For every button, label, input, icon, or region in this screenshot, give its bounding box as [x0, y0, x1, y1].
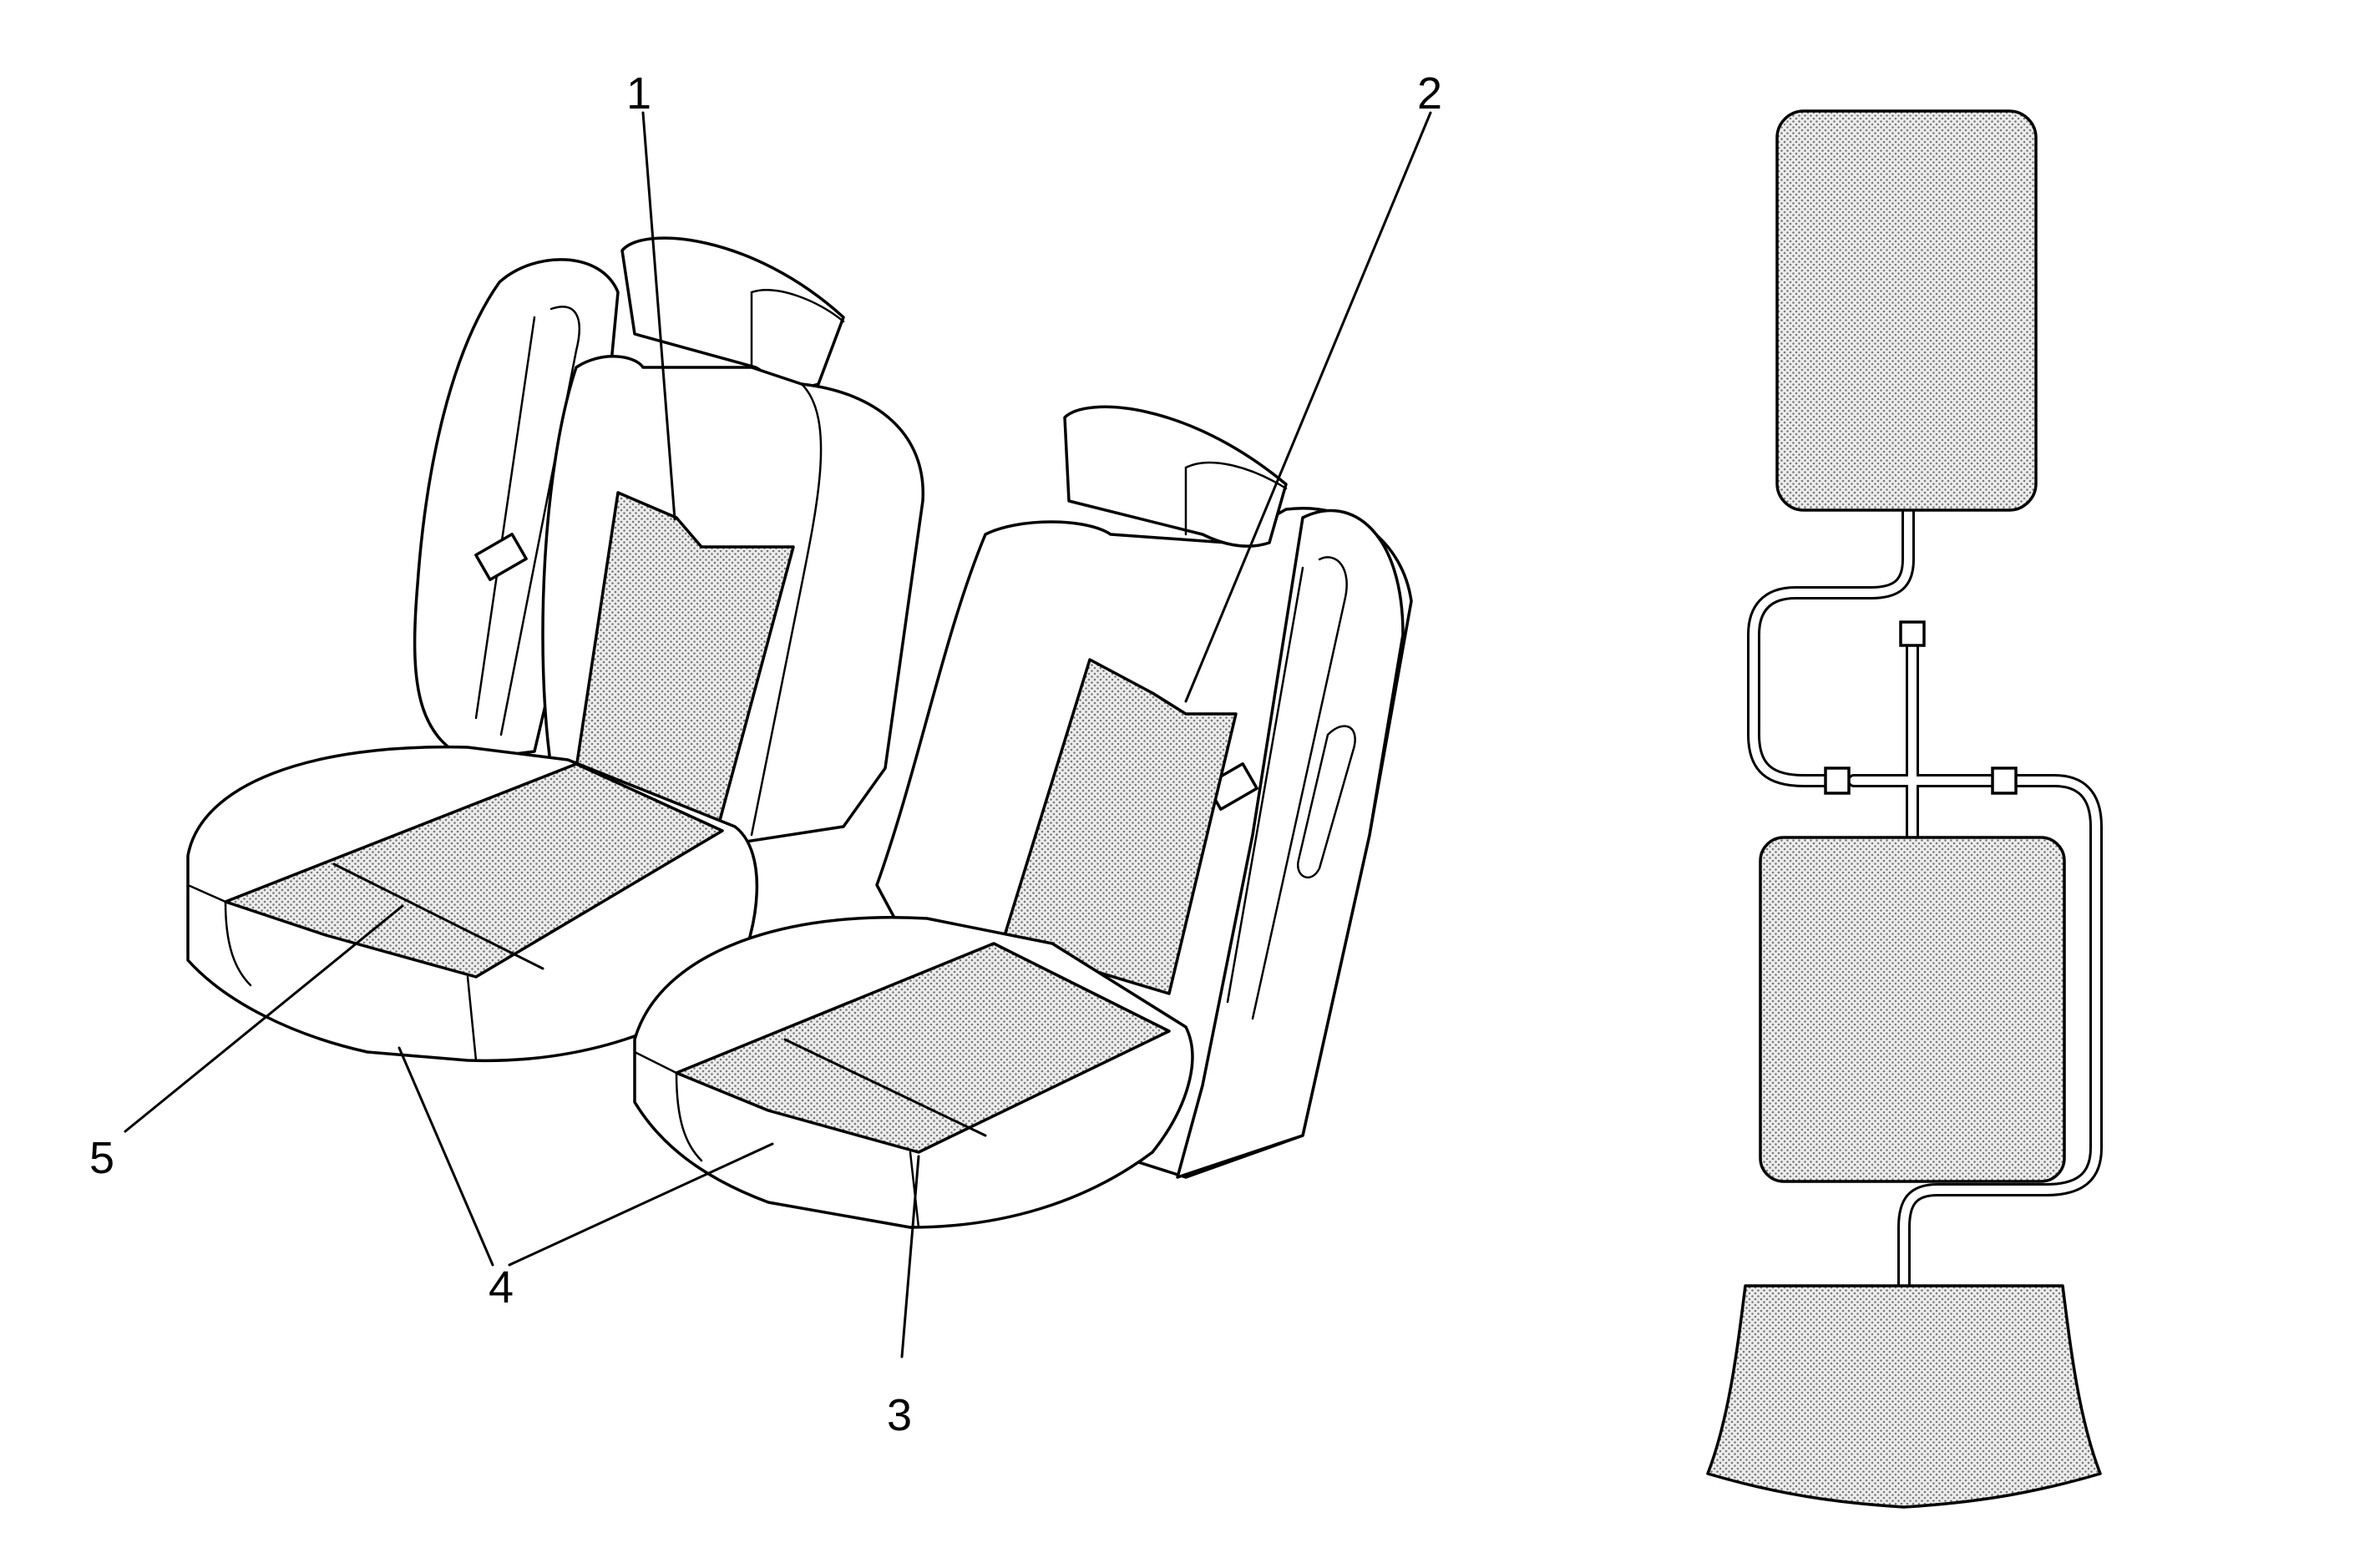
backrest-heating-pad [1775, 109, 2038, 512]
right-seat [633, 405, 1413, 1229]
leader-2 [1184, 111, 1432, 703]
callout-1: 1 [626, 68, 651, 119]
left-seat-belt-buckle [474, 533, 528, 581]
leader-5 [124, 904, 404, 1133]
right-seat-belt-strap [1226, 556, 1348, 1020]
leader-1 [641, 111, 676, 521]
cushion-front-heating-pad [1706, 1284, 2102, 1509]
left-seat-belt-strap [474, 306, 580, 736]
callout-numbers: 1 2 3 4 5 [89, 68, 1442, 1440]
left-seat-belt-shell [413, 258, 620, 761]
cushion-heating-pad [1759, 836, 2066, 1183]
callout-5: 5 [89, 1133, 114, 1183]
heating-element-layout [1706, 109, 2103, 1509]
leader-3 [900, 1155, 920, 1358]
leader-4 [398, 1046, 774, 1267]
harness-connector-left [1824, 766, 1851, 795]
left-seat [186, 236, 924, 1063]
callout-4: 4 [489, 1262, 514, 1313]
callout-2: 2 [1417, 68, 1442, 119]
callout-leaders [124, 111, 1432, 1358]
right-cushion-heating-element [675, 942, 1171, 1154]
left-cushion-heating-element [224, 762, 724, 979]
harness-connector-top [1899, 620, 1926, 647]
right-headrest [1063, 405, 1288, 548]
callout-3: 3 [887, 1390, 912, 1440]
harness-connector-right [1991, 766, 2018, 795]
